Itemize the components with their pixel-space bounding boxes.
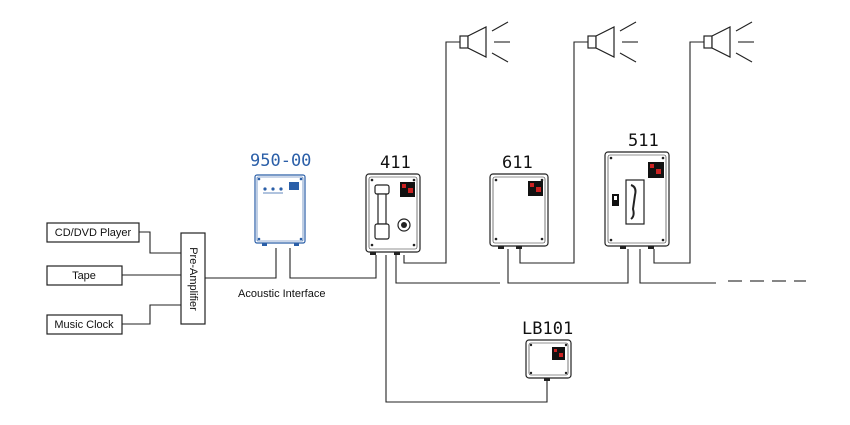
wire-cd-to-preamp	[139, 231, 181, 254]
wire-511-to-speaker-3	[653, 41, 704, 264]
wire-611-bus	[507, 249, 629, 284]
speaker-2-icon	[587, 21, 638, 63]
cd-dvd-player-label: CD/DVD Player	[55, 227, 132, 239]
source-music-clock: Music Clock	[46, 314, 123, 335]
pre-amplifier-label: Pre-Amplifier	[187, 247, 199, 311]
pre-amplifier: Pre-Amplifier	[180, 232, 206, 325]
interface-model-label: 950-00	[250, 151, 311, 171]
source-cd-dvd-player: CD/DVD Player	[46, 222, 140, 243]
source-tape: Tape	[46, 265, 123, 286]
device-411-label: 411	[380, 153, 411, 173]
device-lb101: LB101	[522, 319, 573, 381]
wire-preamp-to-interface	[205, 248, 277, 279]
device-611-label: 611	[502, 153, 533, 173]
device-lb101-label: LB101	[522, 319, 573, 339]
device-511-label: 511	[628, 131, 659, 151]
acoustic-interface-950-00: 950-00	[250, 151, 311, 246]
speaker-3-icon	[703, 21, 754, 63]
device-511: 511	[604, 131, 670, 249]
wire-511-bus	[639, 249, 716, 284]
music-clock-label: Music Clock	[54, 319, 114, 331]
wire-411-bus	[395, 255, 500, 284]
device-411: 411	[365, 153, 421, 255]
tape-label: Tape	[72, 270, 96, 282]
speaker-1-icon	[459, 21, 510, 63]
device-611: 611	[489, 153, 549, 249]
wire-411-to-lb101	[385, 255, 548, 403]
wire-interface-to-411	[289, 248, 377, 279]
acoustic-interface-caption: Acoustic Interface	[238, 288, 325, 300]
wire-611-to-speaker-2	[519, 41, 588, 264]
wire-411-to-speaker-1	[403, 41, 460, 264]
wire-clock-to-preamp	[122, 304, 181, 325]
